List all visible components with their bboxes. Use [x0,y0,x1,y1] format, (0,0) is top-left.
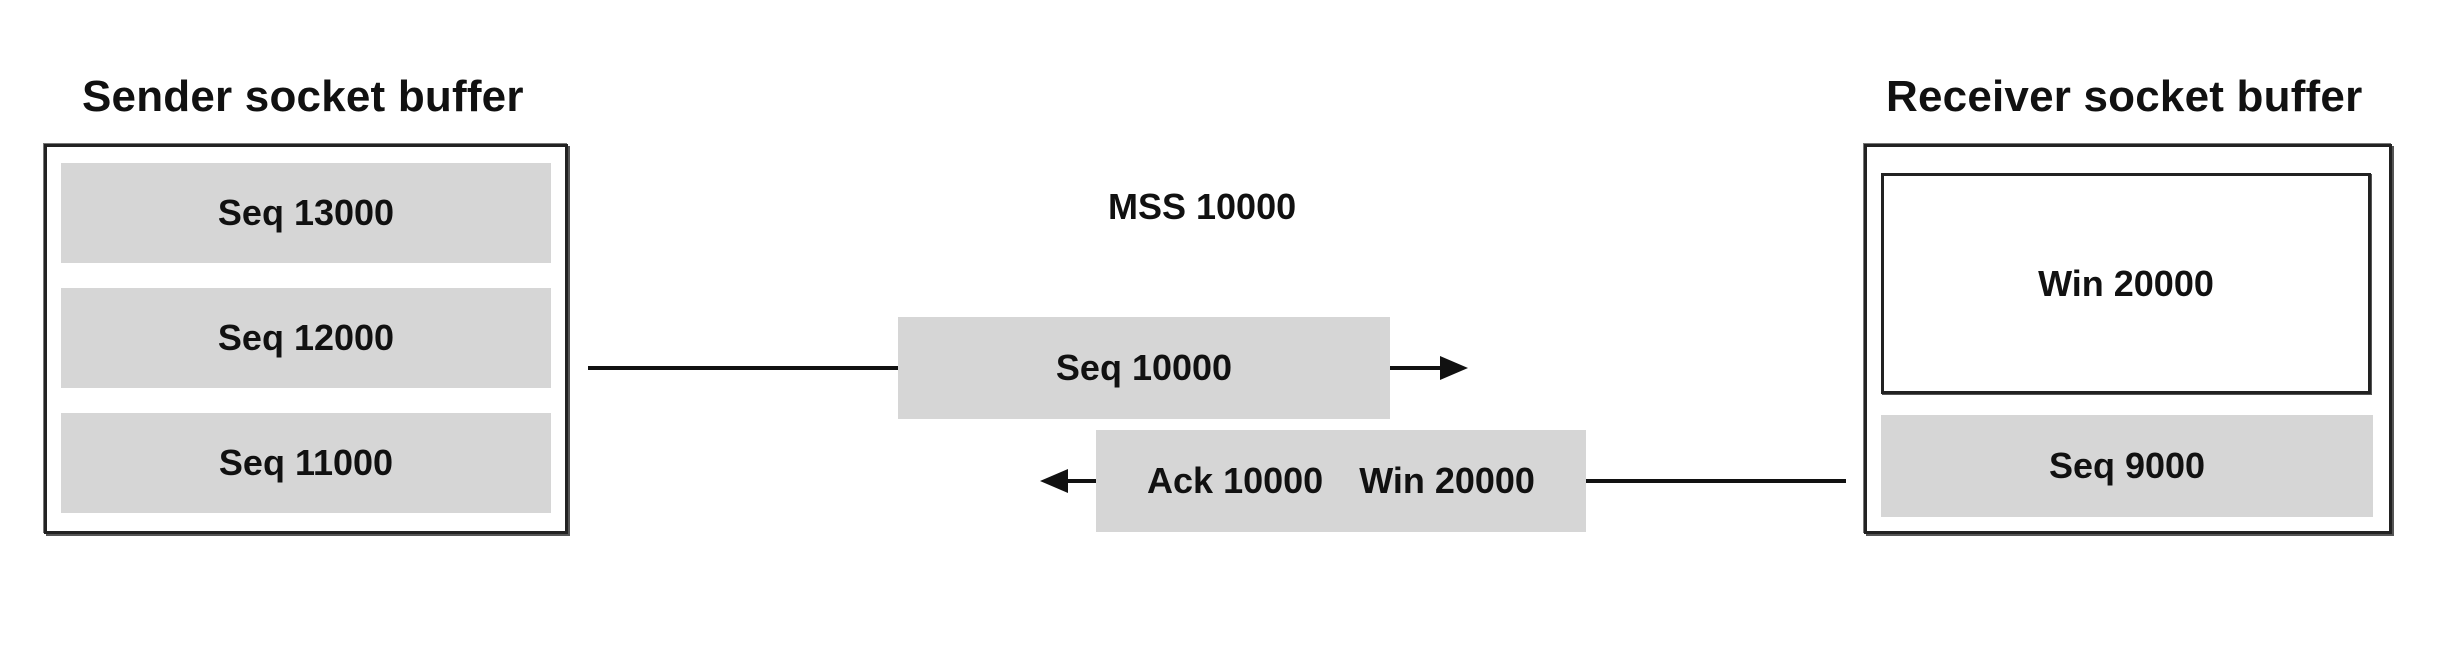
data-segment-label: Seq 10000 [1055,347,1233,388]
ack-label: Ack 10000 [1147,460,1324,501]
ack-segment: Ack 10000 Win 20000 [1096,430,1586,532]
segment-label: Seq 12000 [217,317,395,358]
ack-arrow-head [1040,469,1068,493]
sender-buffer-title: Sender socket buffer [82,72,524,121]
sender-segment-seq-13000: Seq 13000 [61,163,551,263]
receiver-buffer-title: Receiver socket buffer [1886,72,2363,121]
sender-segment-seq-12000: Seq 12000 [61,288,551,388]
sender-segment-seq-11000: Seq 11000 [61,413,551,513]
mss-label: MSS 10000 [1108,186,1297,227]
data-arrow-head [1440,356,1468,380]
ack-win-label: Win 20000 [1359,460,1535,501]
window-label: Win 20000 [2038,262,2214,304]
sender-buffer: Seq 13000 Seq 12000 Seq 11000 [44,144,568,534]
receiver-segment-seq-9000: Seq 9000 [1881,415,2373,517]
segment-label: Seq 13000 [217,192,395,233]
segment-label: Seq 11000 [218,442,394,483]
segment-label: Seq 9000 [2048,445,2206,486]
receiver-buffer: Win 20000 Seq 9000 [1864,144,2392,534]
data-segment-seq-10000: Seq 10000 [898,317,1390,419]
receiver-window: Win 20000 [1881,173,2371,394]
